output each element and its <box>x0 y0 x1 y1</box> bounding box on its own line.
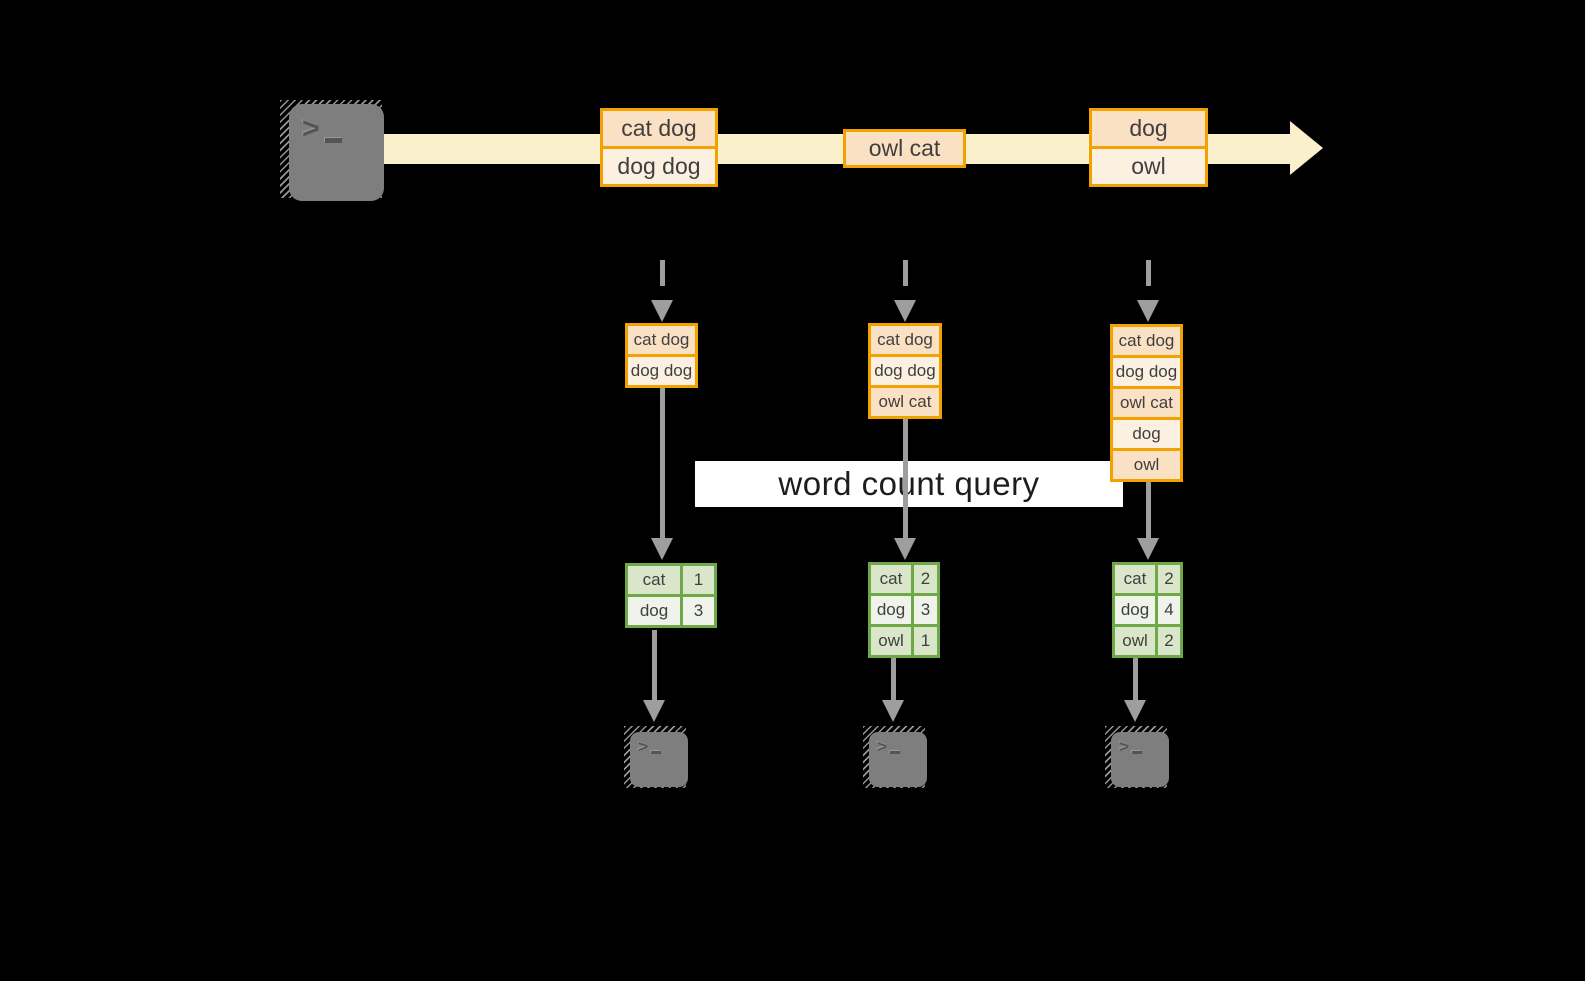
output-arrow <box>652 630 657 700</box>
prompt-chevron-icon: > <box>1119 737 1129 756</box>
count-table-1: cat 1 dog 3 <box>625 563 717 628</box>
query-arrowhead-icon <box>1137 538 1159 560</box>
prompt-underscore-icon <box>324 138 342 143</box>
count-value-cell: 1 <box>683 566 714 594</box>
state-row: dog <box>1113 420 1180 448</box>
prompt-underscore-icon <box>650 751 661 754</box>
output-arrowhead-icon <box>882 700 904 722</box>
count-value-cell: 3 <box>683 597 714 625</box>
state-row: cat dog <box>1113 327 1180 355</box>
stream-batch-3: dog owl <box>1089 108 1208 187</box>
query-arrow <box>1146 480 1151 538</box>
query-label: word count query <box>778 465 1040 502</box>
query-arrow <box>660 386 665 538</box>
count-word-cell: dog <box>1115 596 1155 624</box>
prompt-chevron-icon: > <box>877 737 887 756</box>
prompt-chevron-icon: > <box>638 737 648 756</box>
query-banner: word count query <box>695 461 1123 507</box>
stream-batch-2: owl cat <box>843 129 966 168</box>
ingest-arrow-dashed <box>903 260 908 300</box>
state-row: dog dog <box>628 357 695 385</box>
count-value-cell: 1 <box>914 627 937 655</box>
sink-terminal-icon: > <box>630 732 688 787</box>
state-row: dog dog <box>871 357 939 385</box>
output-arrow <box>1133 657 1138 700</box>
sink-terminal-icon: > <box>1111 732 1169 787</box>
prompt-chevron-icon: > <box>302 112 320 145</box>
count-table-3: cat 2 dog 4 owl 2 <box>1112 562 1183 658</box>
count-word-cell: dog <box>628 597 680 625</box>
count-word-cell: cat <box>871 565 911 593</box>
count-word-cell: dog <box>871 596 911 624</box>
query-arrow <box>903 417 908 538</box>
state-row: cat dog <box>628 326 695 354</box>
count-word-cell: owl <box>871 627 911 655</box>
prompt-underscore-icon <box>1131 751 1142 754</box>
state-row: owl cat <box>871 388 939 416</box>
state-row: owl <box>1113 451 1180 479</box>
count-word-cell: owl <box>1115 627 1155 655</box>
state-box-1: cat dog dog dog <box>625 323 698 388</box>
state-row: owl cat <box>1113 389 1180 417</box>
state-row: dog dog <box>1113 358 1180 386</box>
batch-cell: owl cat <box>846 132 963 165</box>
ingest-arrow-dashed <box>660 260 665 300</box>
sink-terminal-icon: > <box>869 732 927 787</box>
prompt-underscore-icon <box>889 751 900 754</box>
ingest-arrowhead-icon <box>894 300 916 322</box>
count-value-cell: 2 <box>1158 565 1180 593</box>
count-word-cell: cat <box>628 566 680 594</box>
query-arrowhead-icon <box>894 538 916 560</box>
count-value-cell: 3 <box>914 596 937 624</box>
state-box-3: cat dog dog dog owl cat dog owl <box>1110 324 1183 482</box>
output-arrowhead-icon <box>1124 700 1146 722</box>
batch-cell: dog dog <box>603 149 715 184</box>
output-arrowhead-icon <box>643 700 665 722</box>
state-row: cat dog <box>871 326 939 354</box>
ingest-arrowhead-icon <box>1137 300 1159 322</box>
count-value-cell: 2 <box>914 565 937 593</box>
count-value-cell: 4 <box>1158 596 1180 624</box>
ingest-arrow-dashed <box>1146 260 1151 300</box>
output-arrow <box>891 657 896 700</box>
ingest-arrowhead-icon <box>651 300 673 322</box>
count-table-2: cat 2 dog 3 owl 1 <box>868 562 940 658</box>
source-terminal-icon: > <box>289 104 384 201</box>
batch-cell: dog <box>1092 111 1205 146</box>
stream-batch-1: cat dog dog dog <box>600 108 718 187</box>
count-word-cell: cat <box>1115 565 1155 593</box>
batch-cell: owl <box>1092 149 1205 184</box>
query-arrowhead-icon <box>651 538 673 560</box>
count-value-cell: 2 <box>1158 627 1180 655</box>
stream-arrowhead-icon <box>1290 121 1323 175</box>
batch-cell: cat dog <box>603 111 715 146</box>
state-box-2: cat dog dog dog owl cat <box>868 323 942 419</box>
